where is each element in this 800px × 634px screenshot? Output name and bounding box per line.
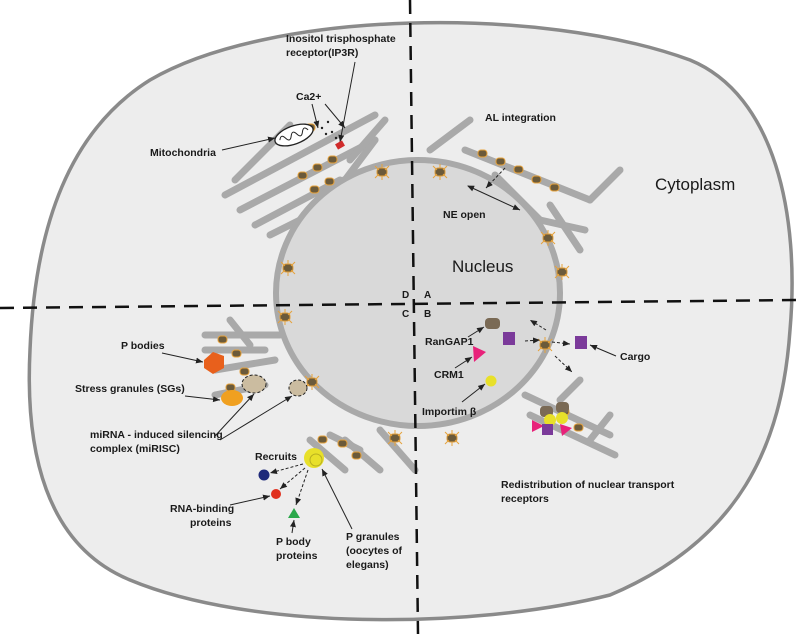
transport-arrow-3 [529, 319, 547, 331]
quadrant-a-label: A [424, 290, 431, 301]
quadrant-c-label: C [402, 309, 409, 320]
pbp-label-line1: P body [276, 536, 311, 548]
cargo-nuclear-icon [503, 332, 515, 345]
p-granules-label-line3: elegans) [346, 559, 389, 571]
ip3r-label-line2: receptor(IP3R) [286, 47, 358, 59]
mitochondria-arrow [221, 136, 276, 151]
mitochondrion-icon [274, 123, 314, 147]
p-bodies-arrow [161, 352, 204, 364]
mirisc-arrow-1 [214, 393, 255, 437]
quadrant-b-label: B [424, 309, 431, 320]
nuclear-pore-complexes [277, 164, 570, 446]
rna-binding-protein-red-icon [271, 489, 281, 499]
stress-granule-outline-icon [241, 374, 267, 394]
ca-ions [320, 120, 338, 140]
rna-binding-protein-navy-icon [258, 469, 270, 481]
rangap1-label: RanGAP1 [425, 336, 474, 348]
stress-granules-label: Stress granules (SGs) [75, 383, 185, 395]
rbp-label-line2: proteins [190, 517, 232, 529]
cytoplasm-label: Cytoplasm [655, 175, 735, 194]
ne-open-arrow [467, 185, 521, 211]
recruit-arrow-2 [279, 467, 306, 490]
p-body-icon [204, 352, 224, 374]
p-granule-icon [304, 448, 324, 468]
p-granules-arrow [321, 468, 353, 530]
transport-arrow-1 [524, 337, 541, 344]
mirisc-icon [288, 379, 308, 397]
cargo-cytoplasmic-icon [575, 336, 587, 349]
ca-label: Ca2+ [296, 91, 321, 103]
redistribution-label-line2: receptors [501, 493, 549, 505]
quadrant-d-label: D [402, 290, 409, 301]
nuclear-envelope [273, 157, 563, 429]
al-integration-arrow [485, 167, 506, 189]
quadrant-divider-vertical [408, 0, 420, 634]
rbp-arrow [229, 494, 271, 506]
p-granules-label-line1: P granules [346, 531, 400, 543]
transport-arrow-4 [554, 355, 573, 373]
cargo-label: Cargo [620, 351, 650, 363]
mirisc-label-line2: complex (miRISC) [90, 443, 180, 455]
importin-label: Importim β [422, 406, 477, 418]
crm1-arrow [454, 356, 473, 369]
mirisc-arrow-2 [219, 395, 293, 441]
al-integration-label: AL integration [485, 112, 556, 124]
redistribution-label-line1: Redistribution of nuclear transport [501, 479, 675, 491]
stress-granule-icon [221, 390, 243, 406]
rangap1-arrow [467, 326, 485, 338]
quadrant-divider-horizontal [0, 298, 800, 310]
p-body-protein-icon [288, 508, 300, 518]
ip3r-channel-icon [335, 140, 345, 150]
recruit-arrow-1 [269, 463, 304, 475]
p-granules-label-line2: (oocytes of [346, 545, 403, 557]
nucleus-label: Nucleus [452, 257, 513, 276]
mirisc-label-line1: miRNA - induced silencing [90, 429, 223, 441]
stress-granules-arrow [184, 395, 221, 403]
ca-arrow-left [311, 103, 320, 129]
ca-arrow-right [324, 103, 346, 129]
crm1-label: CRM1 [434, 369, 464, 381]
ip3r-label-line1: Inositol trisphosphate [286, 33, 396, 45]
importin-icon [485, 375, 497, 387]
transport-arrow-2 [551, 340, 571, 347]
crm1-icon [473, 346, 486, 362]
recruits-label: Recruits [255, 451, 297, 463]
ip3r-arrow [338, 61, 356, 143]
ne-open-label: NE open [443, 209, 486, 221]
pbp-arrow [289, 519, 296, 534]
p-bodies-label: P bodies [121, 340, 165, 352]
recruit-arrow-3 [295, 469, 309, 506]
pbp-label-line2: proteins [276, 550, 318, 562]
mitochondria-label: Mitochondria [150, 147, 216, 159]
rangap1-icon [485, 318, 500, 329]
rbp-label-line1: RNA-binding [170, 503, 234, 515]
importin-arrow [461, 383, 486, 403]
cargo-arrow [589, 344, 617, 357]
redistributed-receptor-cluster [532, 402, 572, 436]
